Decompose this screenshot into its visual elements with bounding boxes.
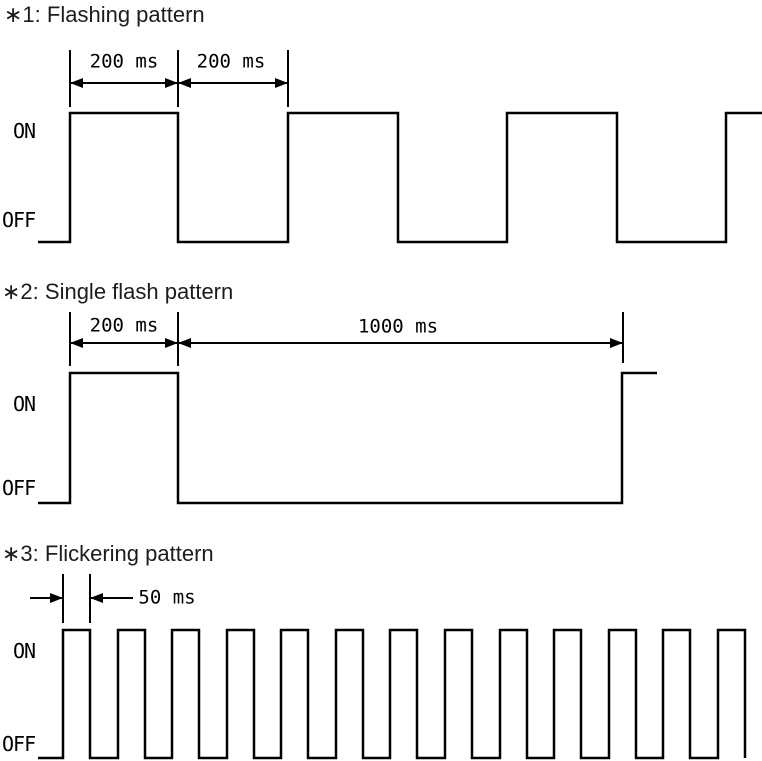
section-2-strokes	[38, 312, 657, 505]
section-1-dim-label-2: 200 ms	[196, 50, 266, 73]
section-2-waveform	[38, 371, 657, 505]
section-2-dim-arrowhead-right-1	[165, 338, 178, 348]
section-1-dim-arrowhead-right-1	[165, 78, 178, 88]
section-1-waveform	[38, 111, 762, 244]
section-2-dim-label-1: 200 ms	[89, 314, 159, 337]
section-1-off-label: OFF	[2, 208, 36, 232]
section-2-title: ∗2: Single flash pattern	[2, 279, 234, 304]
section-1-dim-label-1: 200 ms	[89, 50, 159, 73]
section-3-dim-label-1: 50 ms	[138, 586, 196, 609]
section-3-strokes	[30, 574, 747, 760]
section-2-on-label: ON	[13, 392, 36, 416]
section-1-dim-arrowhead-right-2	[275, 78, 288, 88]
section-1-on-label: ON	[13, 119, 36, 143]
section-2-dim-arrowhead-left-2	[178, 338, 191, 348]
section-2-dim-arrowhead-left-1	[70, 338, 83, 348]
section-2-dim-arrowhead-right-2	[610, 338, 623, 348]
section-2-dim-label-2: 1000 ms	[357, 315, 439, 338]
section-1-strokes	[38, 50, 762, 244]
section-3-on-label: ON	[13, 639, 36, 663]
section-3-dim-arrowhead-left-2	[90, 593, 103, 603]
section-3-off-label: OFF	[2, 732, 36, 756]
section-3-dim-arrowhead-right-1	[50, 593, 63, 603]
section-1-dim-arrowhead-left-1	[70, 78, 83, 88]
section-2-off-label: OFF	[2, 476, 36, 500]
section-1-dim-arrowhead-left-2	[178, 78, 191, 88]
section-1-title: ∗1: Flashing pattern	[4, 2, 205, 27]
section-3-title: ∗3: Flickering pattern	[2, 541, 214, 566]
section-3-waveform	[38, 628, 747, 760]
